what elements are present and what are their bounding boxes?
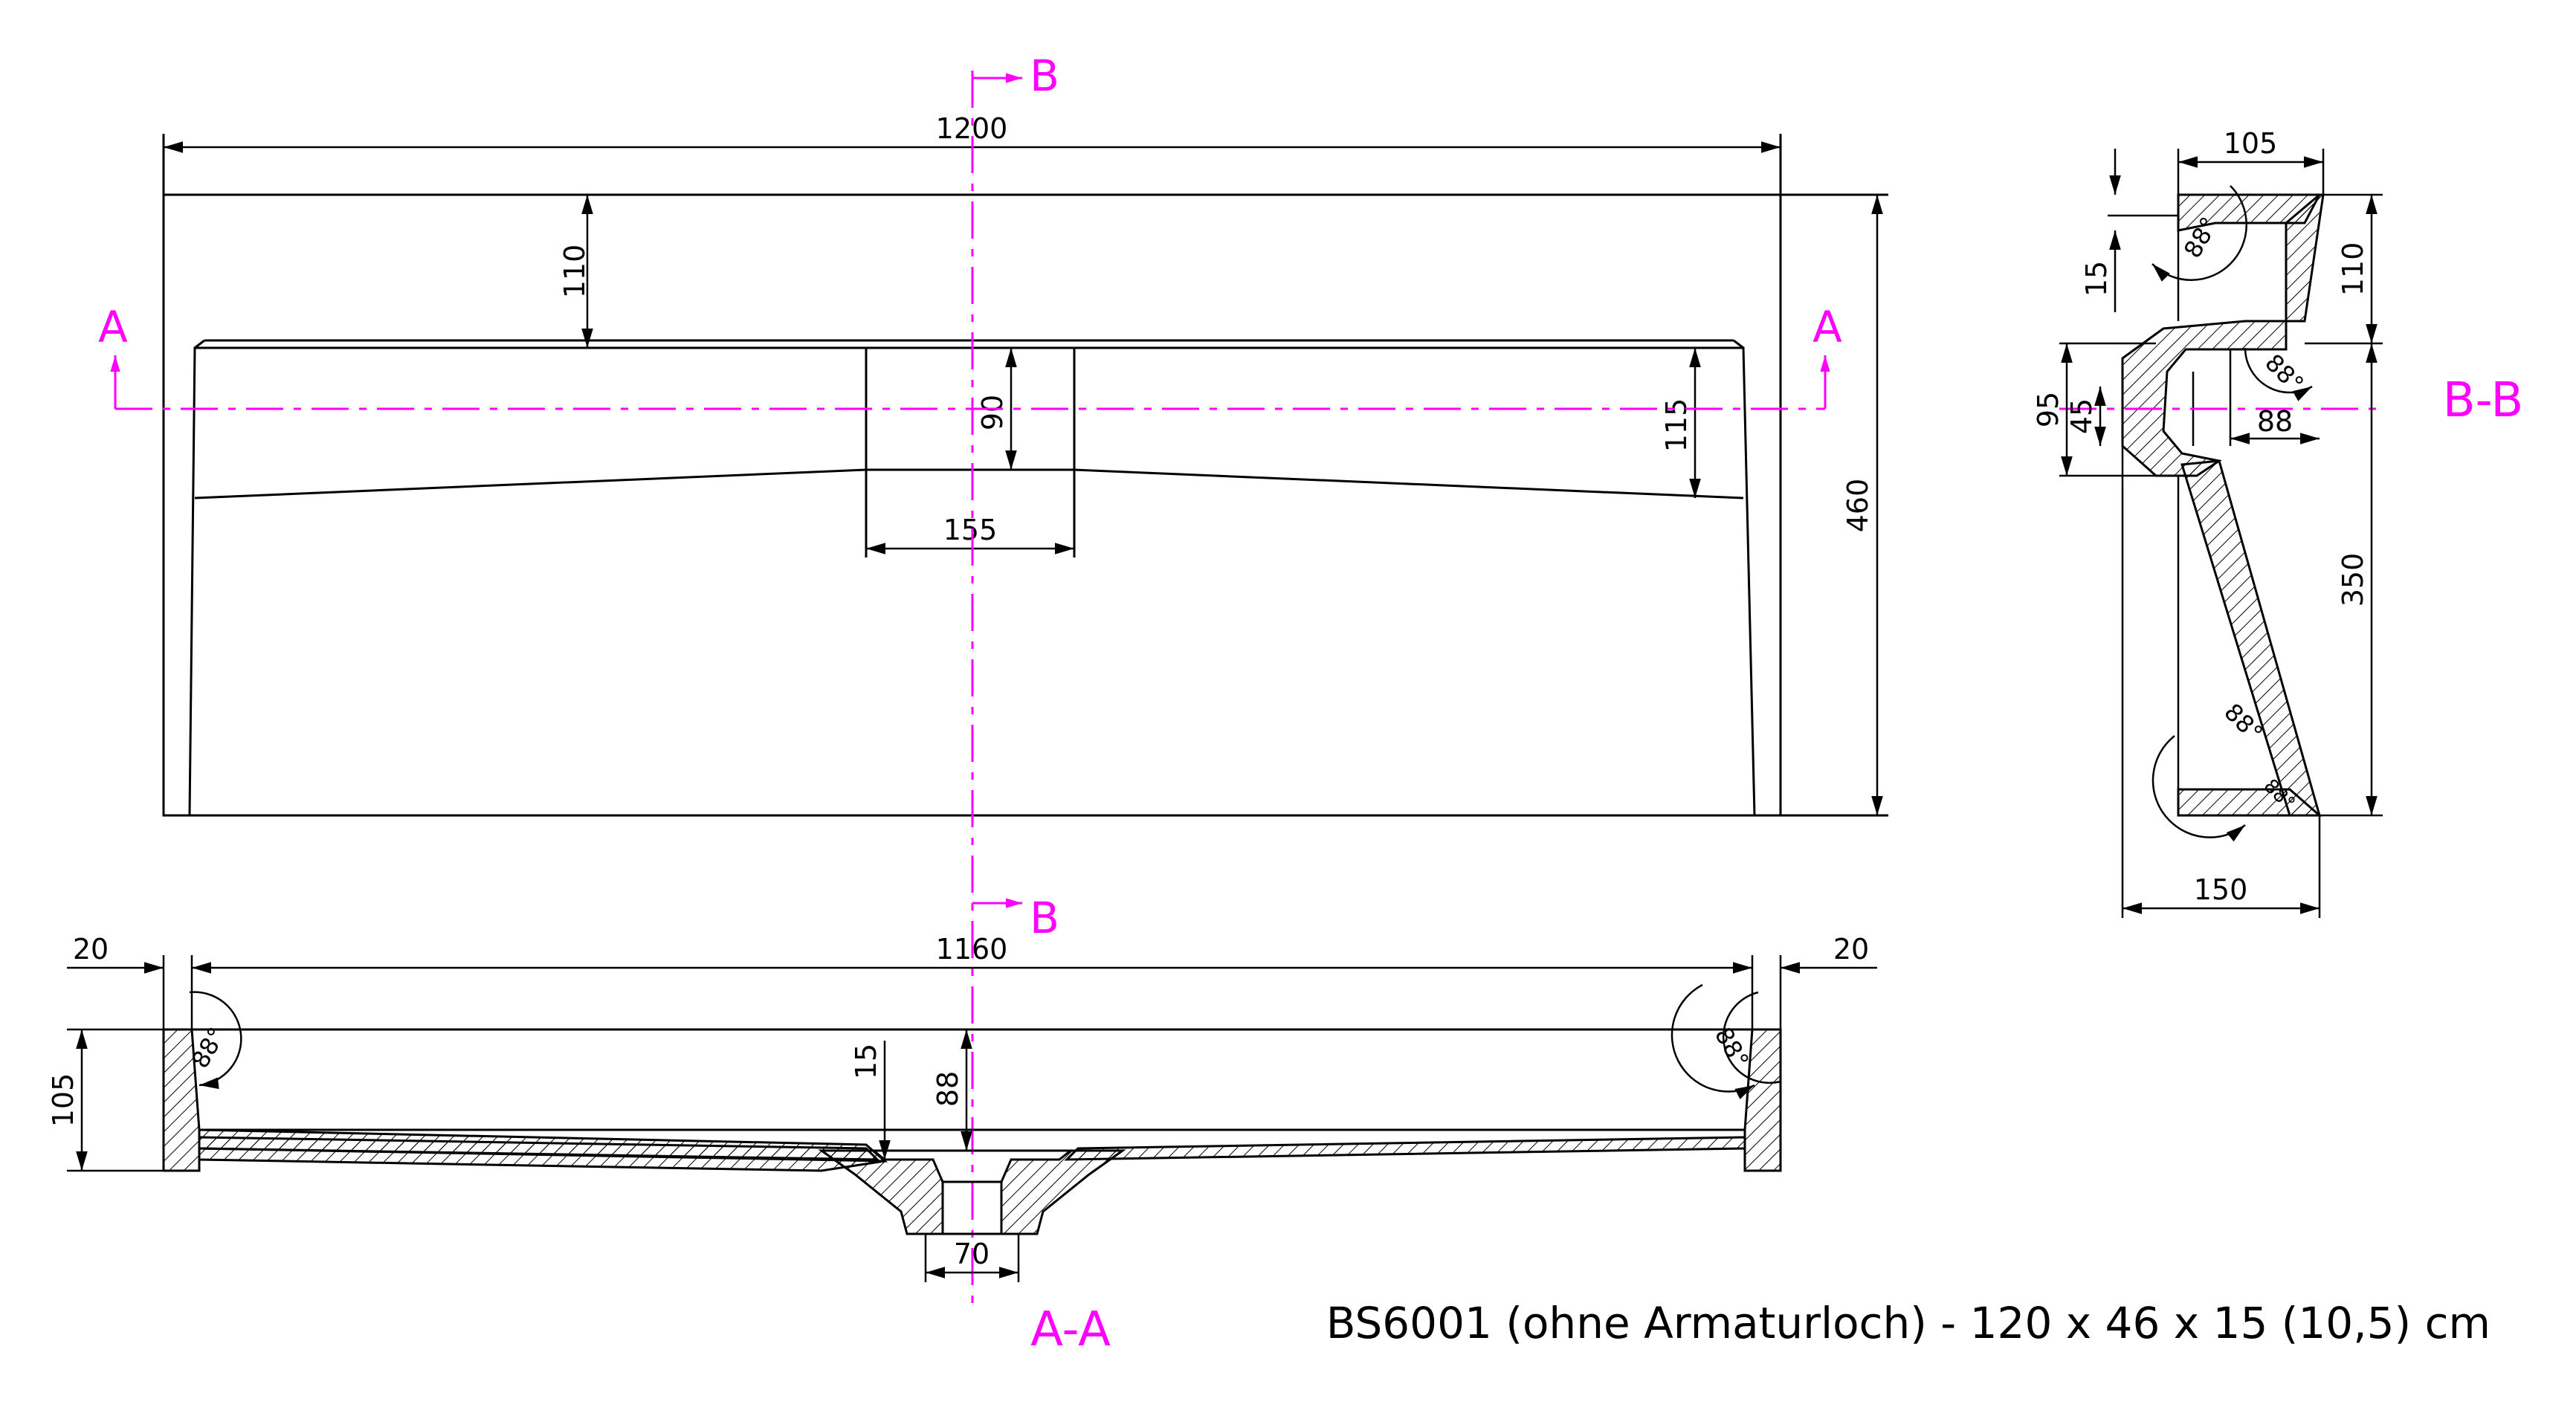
dim-bb-front-95: 95 [2032,392,2065,427]
section-bb-label: B-B [2443,373,2524,428]
dim-drain-88: 88 [932,1071,964,1107]
dim-bb-top-105: 105 [2224,127,2278,160]
top-view-dimensions [164,141,1883,815]
section-aa-drain-body [818,1149,944,1235]
basin-inner-outline [188,346,1756,816]
section-lines [110,71,1830,1308]
dim-bb-bottom-150: 150 [2194,873,2248,906]
section-aa-drain-body-right [1000,1149,1126,1235]
dim-bb-inner-88: 88 [2257,405,2293,438]
dim-drain-depth-90: 90 [976,395,1009,430]
dim-floor-15: 15 [850,1044,882,1079]
section-bb-rim [2177,193,2322,232]
dim-inner-width-1160: 1160 [936,933,1008,966]
section-aa-floor-right-slab [1064,1136,1746,1161]
dim-drain-width-70: 70 [954,1238,990,1270]
section-bb-dimensions [2061,149,2378,914]
dim-bb-front-inner-45: 45 [2065,398,2098,434]
dim-bb-wall-15: 15 [2080,261,2113,297]
dim-left-wall-20: 20 [73,933,109,966]
dim-depth-460: 460 [1841,479,1874,533]
dim-right-wall-20: 20 [1833,933,1869,966]
section-b-top-label: B [1030,51,1059,101]
dim-drain-width-155: 155 [943,514,998,546]
dim-bb-depth-350: 350 [2337,553,2369,607]
dim-bb-rim-110: 110 [2337,242,2369,297]
dim-height-105: 105 [47,1073,80,1128]
section-b-bottom-label: B [1030,893,1059,943]
product-caption: BS6001 (ohne Armaturloch) - 120 x 46 x 1… [1326,1298,2491,1348]
section-aa-label: A-A [1030,1302,1111,1357]
dim-right-depth-115: 115 [1660,398,1693,453]
section-a-left-label: A [98,302,128,352]
section-bb-back-wall [2285,193,2325,323]
section-bb-slanted-wall [2180,459,2321,817]
section-a-right-label: A [1812,302,1842,352]
section-bb-front-lip [2121,320,2288,477]
dim-rim-110: 110 [558,245,591,299]
section-aa-dimensions [67,962,1877,1278]
top-view [162,134,1888,817]
section-bb [2059,149,2383,918]
section-aa [67,955,1782,1282]
basin-slope-line [194,468,1744,500]
